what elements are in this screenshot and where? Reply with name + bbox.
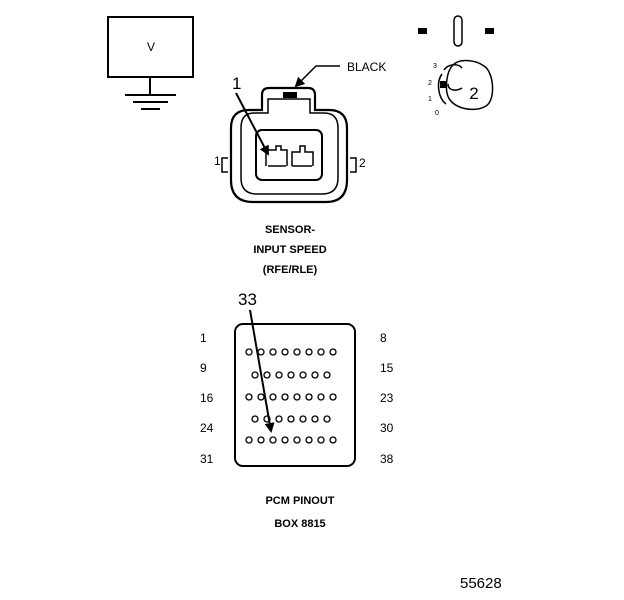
pcm-pinout: 33 1 9 16 24 31 8 15 23 30 38 PCM PINOUT… xyxy=(200,290,394,530)
ground-symbol-icon xyxy=(125,77,176,110)
pcm-callout-arrow xyxy=(249,309,275,433)
pcm-pin-hole xyxy=(251,371,259,379)
pcm-pin-hole xyxy=(329,436,337,444)
pcm-row-label-right: 30 xyxy=(380,421,394,435)
pcm-pin-hole xyxy=(275,371,283,379)
pcm-pin-hole xyxy=(287,415,295,423)
pcm-pin-hole xyxy=(281,393,289,401)
pcm-pin-hole xyxy=(317,393,325,401)
pcm-pin-hole xyxy=(299,415,307,423)
pcm-pin-grid xyxy=(245,348,337,444)
pcm-pin-hole xyxy=(257,348,265,356)
pcm-pin-hole xyxy=(311,371,319,379)
connector-pin-right-label: 2 xyxy=(359,156,366,170)
pcm-pin-hole xyxy=(317,436,325,444)
voltmeter: V xyxy=(107,16,194,110)
ignition-position-0: 0 xyxy=(435,110,439,117)
ignition-key-icon: 2 3 2 1 0 xyxy=(418,15,494,117)
pcm-caption-line-1: PCM PINOUT xyxy=(265,495,334,507)
pcm-pin-hole xyxy=(281,348,289,356)
pcm-caption-line-2: BOX 8815 xyxy=(274,518,325,530)
pcm-pin-hole xyxy=(305,436,313,444)
pcm-pin-hole xyxy=(269,436,277,444)
connector-outer-shell xyxy=(229,86,349,204)
pcm-pin-hole xyxy=(323,415,331,423)
pcm-row-label-right: 23 xyxy=(380,391,394,405)
pcm-pin-hole xyxy=(257,436,265,444)
pcm-pin-hole xyxy=(245,348,253,356)
connector-inner-shell xyxy=(240,98,339,195)
wire-color-label: BLACK xyxy=(347,60,386,74)
pcm-pin-hole xyxy=(317,348,325,356)
pcm-connector-body xyxy=(234,323,356,467)
connector-pin-1-terminal xyxy=(265,145,288,166)
pcm-pin-hole xyxy=(275,415,283,423)
pcm-row-label-left: 1 xyxy=(200,331,207,345)
pcm-row-label-left: 24 xyxy=(200,421,214,435)
pcm-pin-hole xyxy=(329,348,337,356)
pcm-pin-hole xyxy=(305,348,313,356)
pcm-pin-hole xyxy=(305,393,313,401)
ignition-position-3: 3 xyxy=(433,63,437,70)
voltmeter-label: V xyxy=(147,40,155,54)
figure-number: 55628 xyxy=(460,575,502,592)
ignition-position-2: 2 xyxy=(428,80,432,87)
sensor-caption-line-1: SENSOR- xyxy=(265,224,315,236)
pcm-row-label-right: 38 xyxy=(380,452,394,466)
sensor-connector: 1 2 1 BLACK SENSOR- INPUT SPEED (RFE/RLE… xyxy=(214,60,386,276)
pcm-callout-number: 33 xyxy=(238,290,257,309)
pcm-row-label-right: 15 xyxy=(380,361,394,375)
connector-pin-2-terminal xyxy=(291,145,314,166)
pcm-row-label-left: 31 xyxy=(200,452,214,466)
sensor-caption-line-3: (RFE/RLE) xyxy=(263,264,318,276)
pcm-row-label-left: 9 xyxy=(200,361,207,375)
connector-cavity xyxy=(255,129,323,181)
ignition-key-label: 2 xyxy=(469,84,478,103)
pcm-row-label-left: 16 xyxy=(200,391,214,405)
pcm-pin-hole xyxy=(257,393,265,401)
pcm-pin-hole xyxy=(287,371,295,379)
sensor-caption-line-2: INPUT SPEED xyxy=(253,244,326,256)
pcm-pin-hole xyxy=(299,371,307,379)
pcm-pin-hole xyxy=(293,348,301,356)
pcm-pin-hole xyxy=(245,393,253,401)
pcm-pin-hole xyxy=(263,371,271,379)
connector-callout-arrow xyxy=(235,92,269,156)
pcm-pin-hole xyxy=(269,348,277,356)
pcm-pin-hole xyxy=(281,436,289,444)
connector-callout-number: 1 xyxy=(232,74,241,93)
pcm-pin-hole xyxy=(293,393,301,401)
pcm-pin-hole xyxy=(323,371,331,379)
pcm-pin-hole xyxy=(251,415,259,423)
pcm-pin-hole xyxy=(293,436,301,444)
pcm-pin-hole xyxy=(311,415,319,423)
ignition-position-1: 1 xyxy=(428,96,432,103)
connector-pin-left-label: 1 xyxy=(214,154,221,168)
wire-color-leader xyxy=(294,65,340,88)
pcm-row-label-right: 8 xyxy=(380,331,387,345)
pcm-pin-hole xyxy=(329,393,337,401)
pcm-pin-hole xyxy=(269,393,277,401)
pcm-pin-hole xyxy=(245,436,253,444)
